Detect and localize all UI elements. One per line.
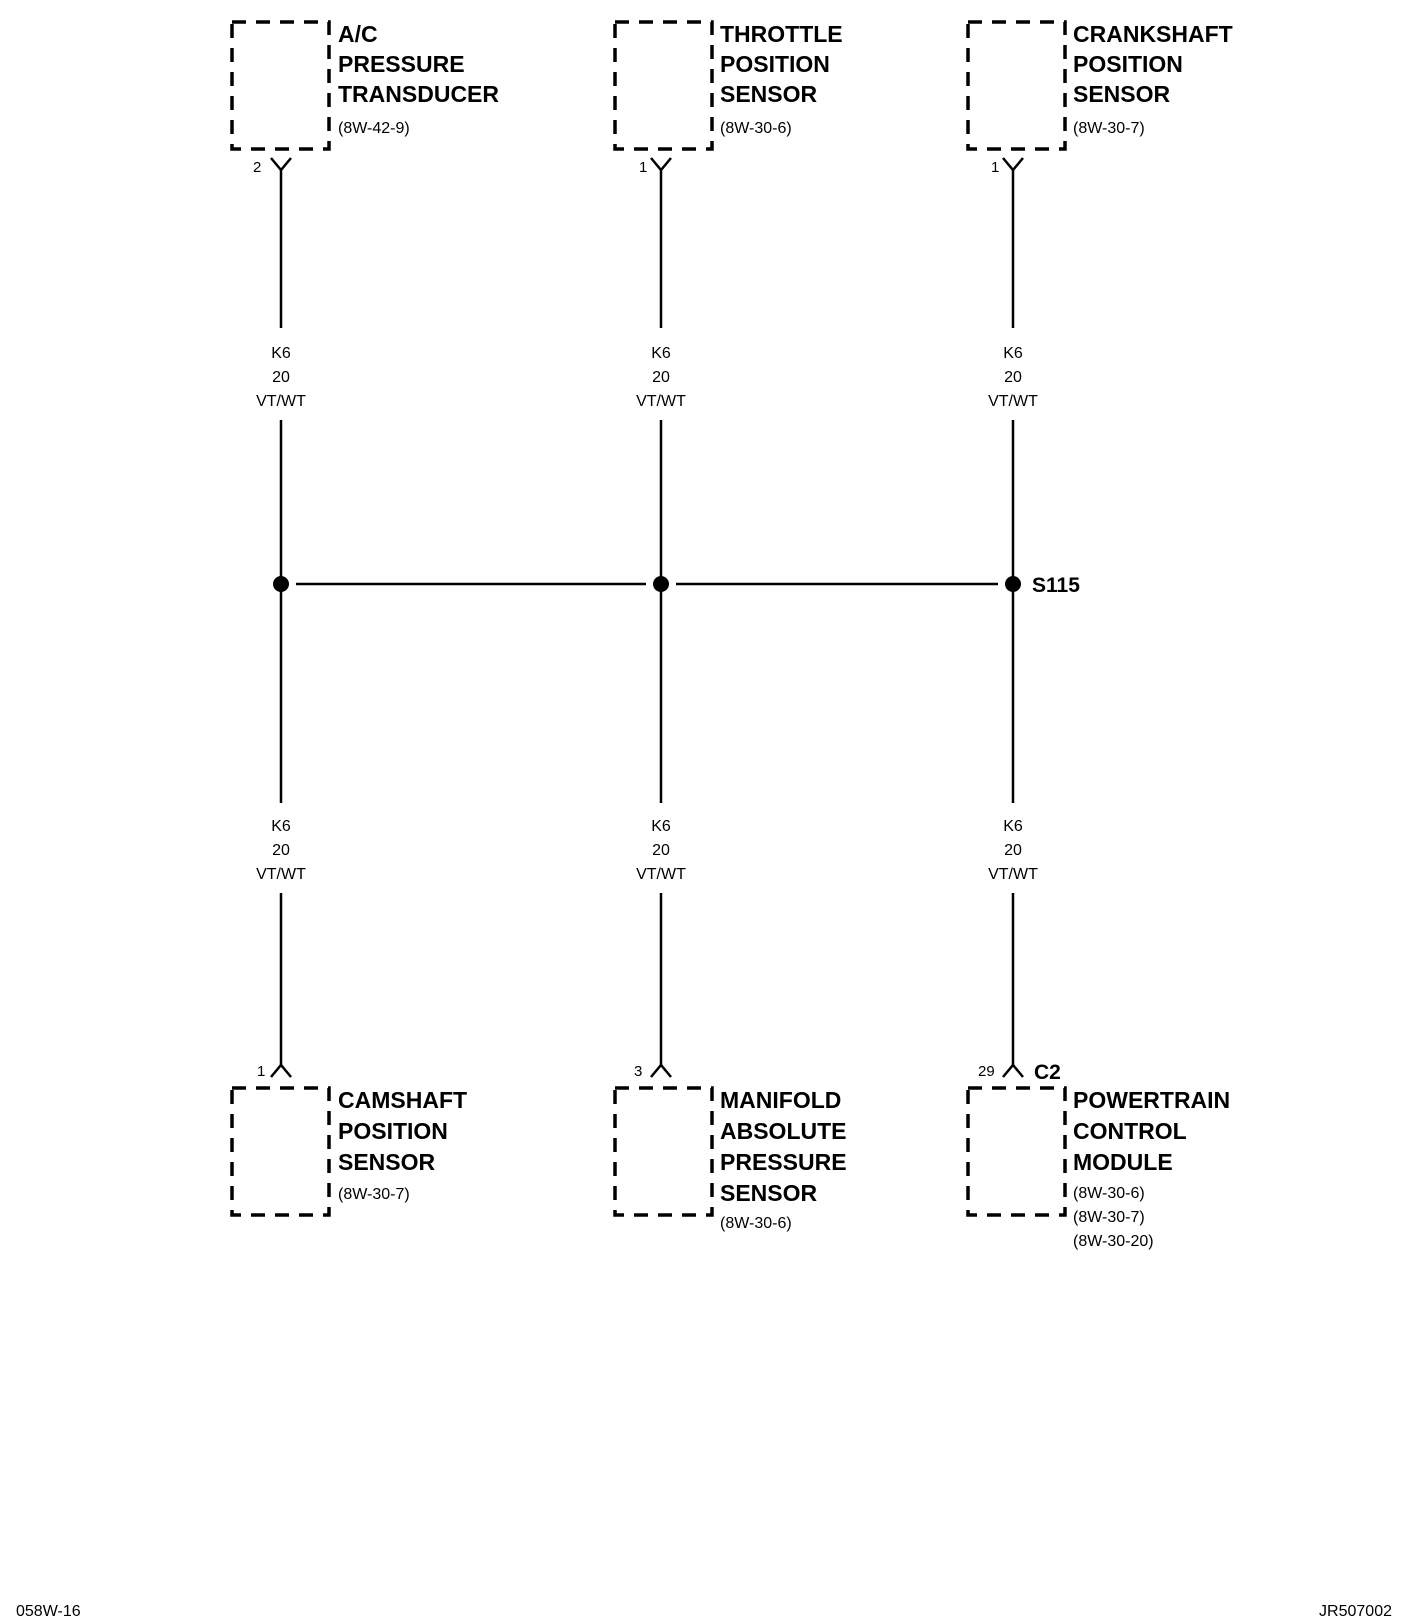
wire-gauge: 20 — [272, 369, 290, 386]
component-box — [613, 1086, 714, 1217]
splice-label: S115 — [1032, 574, 1080, 597]
wire-gauge: 20 — [1004, 842, 1022, 859]
pin-number: 1 — [639, 159, 647, 176]
wire-color: VT/WT — [988, 393, 1038, 410]
component-name-line: POSITION — [338, 1118, 448, 1144]
component-powertrain-control-module: 29 C2 POWERTRAIN CONTROL MODULE (8W-30-6… — [966, 1061, 1230, 1250]
connector-symbol — [270, 1063, 292, 1078]
component-name-line: CRANKSHAFT — [1073, 21, 1233, 47]
wire-gauge: 20 — [272, 842, 290, 859]
pin-number: 29 — [978, 1063, 995, 1080]
connector-symbol — [1002, 157, 1024, 172]
component-manifold-absolute-pressure-sensor: 3 MANIFOLD ABSOLUTE PRESSURE SENSOR (8W-… — [613, 1063, 847, 1232]
component-name-line: THROTTLE — [720, 21, 843, 47]
wire-color: VT/WT — [636, 866, 686, 883]
page-reference: (8W-30-6) — [720, 120, 792, 137]
wire-circuit: K6 — [1003, 345, 1023, 362]
component-name-line: TRANSDUCER — [338, 81, 499, 107]
pin-number: 1 — [257, 1063, 265, 1080]
page-reference: (8W-30-20) — [1073, 1233, 1154, 1250]
pin-number: 3 — [634, 1063, 642, 1080]
wire-color: VT/WT — [256, 866, 306, 883]
footer-left-code: 058W-16 — [16, 1603, 81, 1620]
component-name-line: PRESSURE — [720, 1149, 847, 1175]
component-name-line: MODULE — [1073, 1149, 1173, 1175]
splice-dot — [1005, 576, 1021, 592]
pin-number: 1 — [991, 159, 999, 176]
splice-dot — [653, 576, 669, 592]
page-reference: (8W-30-7) — [1073, 1209, 1145, 1226]
wire-gauge: 20 — [652, 842, 670, 859]
component-name-line: SENSOR — [720, 81, 818, 107]
connector-symbol — [1002, 1063, 1024, 1078]
wire-gauge: 20 — [652, 369, 670, 386]
wire-circuit: K6 — [271, 818, 291, 835]
component-name-line: POSITION — [1073, 51, 1183, 77]
component-name-line: SENSOR — [1073, 81, 1171, 107]
component-name-line: ABSOLUTE — [720, 1118, 847, 1144]
component-ac-pressure-transducer: A/C PRESSURE TRANSDUCER (8W-42-9) 2 — [230, 20, 499, 176]
wire-color: VT/WT — [636, 393, 686, 410]
connector-symbol — [650, 1063, 672, 1078]
component-crankshaft-position-sensor: CRANKSHAFT POSITION SENSOR (8W-30-7) 1 — [966, 20, 1233, 176]
wire-circuit: K6 — [651, 345, 671, 362]
component-name-line: POSITION — [720, 51, 830, 77]
page-reference: (8W-30-7) — [338, 1186, 410, 1203]
component-throttle-position-sensor: THROTTLE POSITION SENSOR (8W-30-6) 1 — [613, 20, 843, 176]
pin-number: 2 — [253, 159, 261, 176]
component-box — [613, 20, 714, 151]
component-box — [230, 20, 331, 151]
component-name-line: SENSOR — [720, 1180, 818, 1206]
connector-symbol — [270, 157, 292, 172]
page-reference: (8W-30-6) — [1073, 1185, 1145, 1202]
wire-circuit: K6 — [651, 818, 671, 835]
connector-symbol — [650, 157, 672, 172]
wire-color: VT/WT — [988, 866, 1038, 883]
wire-gauge: 20 — [1004, 369, 1022, 386]
component-name-line: CAMSHAFT — [338, 1087, 467, 1113]
wire-color: VT/WT — [256, 393, 306, 410]
component-name-line: MANIFOLD — [720, 1087, 841, 1113]
page-reference: (8W-42-9) — [338, 120, 410, 137]
component-name-line: POWERTRAIN — [1073, 1087, 1230, 1113]
component-name-line: SENSOR — [338, 1149, 436, 1175]
component-name-line: A/C — [338, 21, 378, 47]
splice-dot — [273, 576, 289, 592]
component-name-line: CONTROL — [1073, 1118, 1187, 1144]
connector-label: C2 — [1034, 1061, 1061, 1084]
component-camshaft-position-sensor: 1 CAMSHAFT POSITION SENSOR (8W-30-7) — [230, 1063, 467, 1217]
component-box — [966, 20, 1067, 151]
component-name-line: PRESSURE — [338, 51, 465, 77]
page-reference: (8W-30-6) — [720, 1215, 792, 1232]
wire-circuit: K6 — [271, 345, 291, 362]
component-box — [230, 1086, 331, 1217]
page-reference: (8W-30-7) — [1073, 120, 1145, 137]
footer-right-code: JR507002 — [1319, 1603, 1392, 1620]
wire-circuit: K6 — [1003, 818, 1023, 835]
component-box — [966, 1086, 1067, 1217]
